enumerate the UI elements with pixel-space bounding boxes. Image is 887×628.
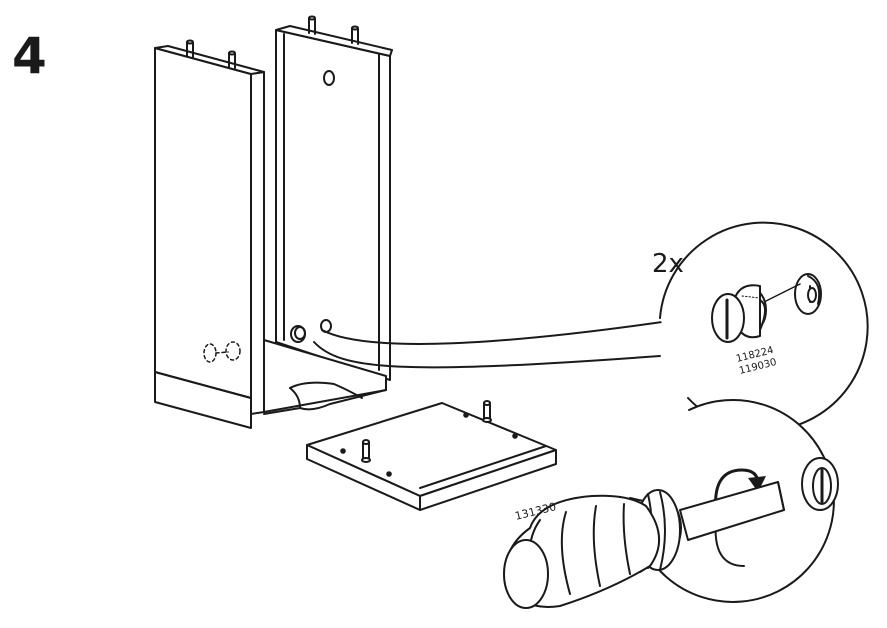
screwdriver — [503, 481, 785, 609]
dowel-pin — [351, 25, 359, 45]
cam-lock — [290, 325, 306, 343]
bottom-shelf-panel — [306, 400, 557, 511]
hole-slot — [794, 273, 822, 315]
dowel-pin — [361, 439, 371, 463]
hidden-connector-outline — [203, 341, 241, 363]
dowel-pin — [308, 15, 316, 35]
callout-leader — [313, 341, 661, 369]
back-panel — [263, 15, 393, 415]
left-side-panel — [154, 39, 265, 429]
detail-callout-circle — [659, 221, 869, 432]
dowel-pin — [482, 400, 492, 423]
screw-head — [801, 457, 839, 511]
dowel-pin — [228, 50, 236, 69]
quantity-label: 2x — [652, 249, 684, 279]
cam-lock-fitting — [711, 284, 767, 343]
cam-hole — [323, 70, 335, 86]
rotate-arrow-icon — [714, 468, 760, 515]
step-number: 4 — [12, 27, 47, 85]
dowel-pin — [186, 39, 194, 58]
